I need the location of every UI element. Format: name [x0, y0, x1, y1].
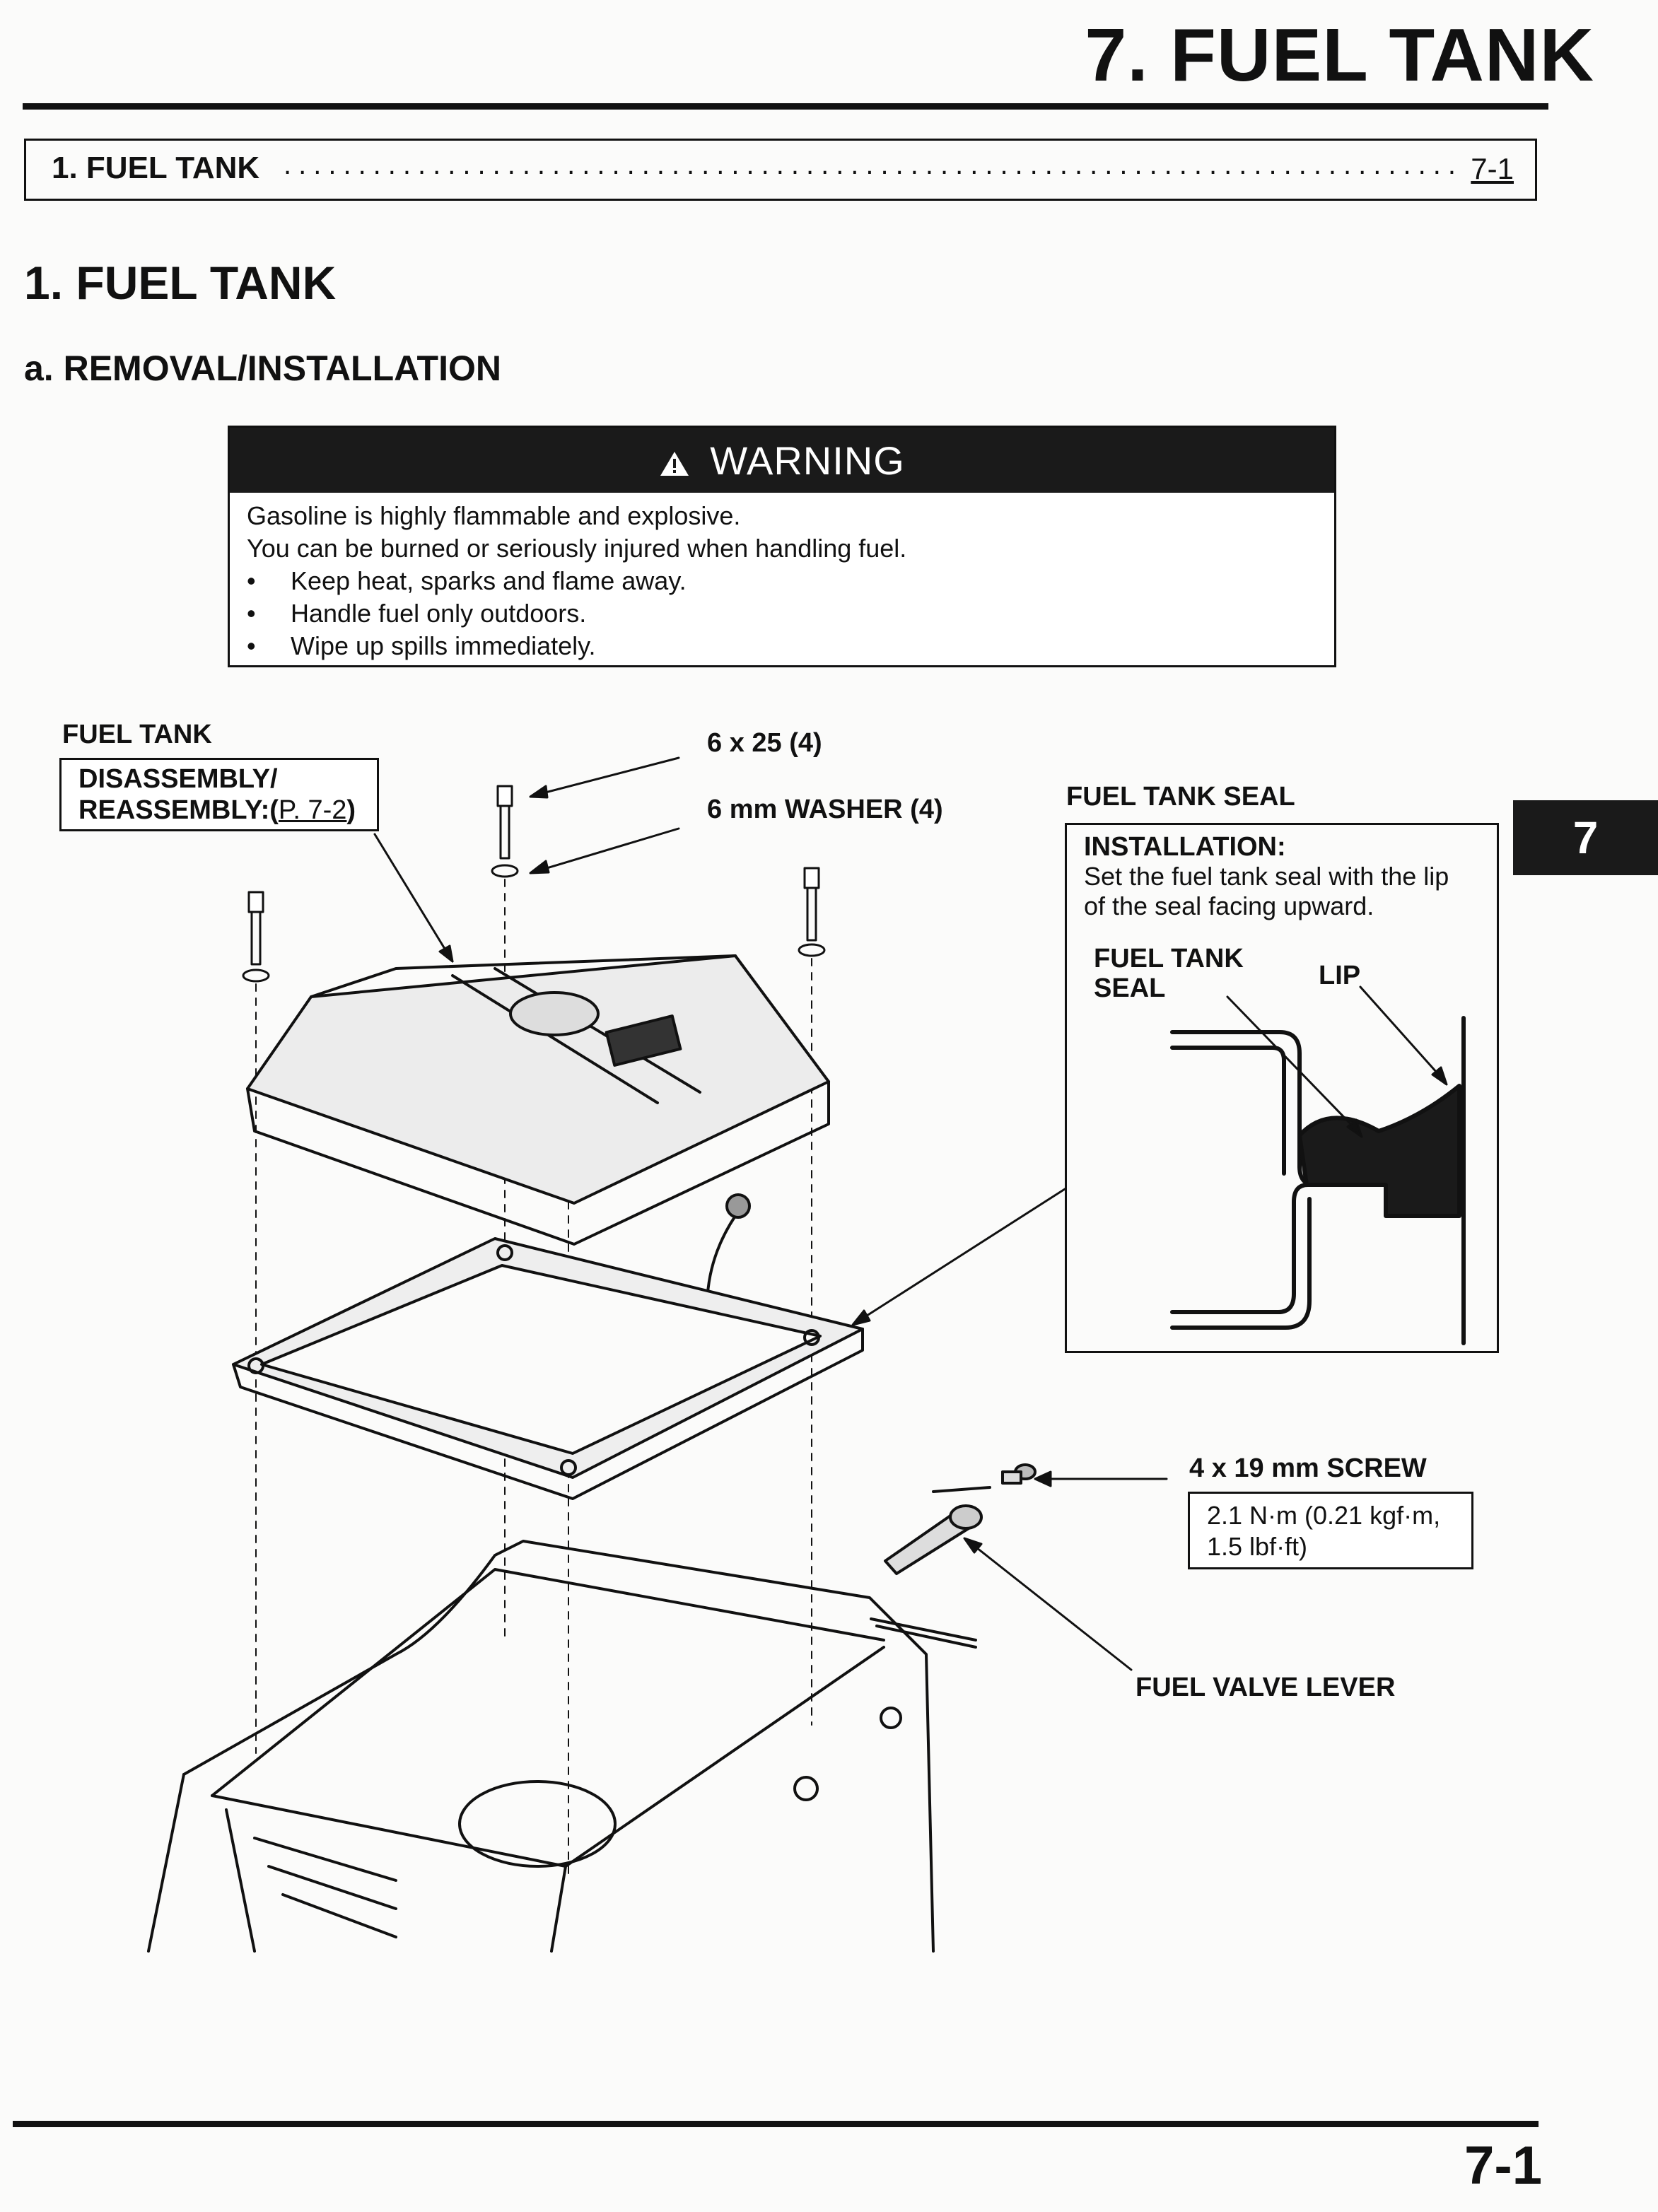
footer-rule: [13, 2121, 1539, 2127]
disassembly-page-link[interactable]: P. 7-2: [278, 795, 347, 825]
bolt-icon: [242, 891, 270, 983]
seal-label-line-1: FUEL TANK: [1094, 944, 1244, 973]
warning-heading: WARNING: [230, 438, 1334, 484]
torque-line-1: 2.1 N·m (0.21 kgf·m,: [1207, 1501, 1441, 1530]
warning-line-2: You can be burned or seriously injured w…: [247, 534, 907, 563]
warning-heading-text: WARNING: [710, 438, 905, 483]
toc-entry[interactable]: 1. FUEL TANK: [52, 151, 260, 185]
warning-triangle-icon: [660, 452, 689, 476]
lip-label: LIP: [1319, 961, 1361, 990]
section-title: 1. FUEL TANK: [24, 257, 337, 309]
washer-label: 6 mm WASHER (4): [707, 795, 943, 824]
toc-leader-dots: ........................................…: [284, 149, 1457, 180]
toc-box: 1. FUEL TANK ...........................…: [24, 139, 1537, 201]
installation-heading: INSTALLATION:: [1084, 832, 1286, 862]
warning-bullet-2: Handle fuel only outdoors.: [291, 599, 587, 628]
chapter-side-tab: 7: [1513, 800, 1658, 875]
subsection-title: a. REMOVAL/INSTALLATION: [24, 349, 501, 388]
generator-frame: [147, 1540, 977, 1953]
toc-page-link[interactable]: 7-1: [1471, 152, 1514, 185]
bolt-icon: [491, 785, 519, 878]
fuel-tank-label: FUEL TANK: [62, 720, 212, 749]
disassembly-line-2: REASSEMBLY:(P. 7-2): [78, 795, 356, 826]
chapter-title: 7. FUEL TANK: [1085, 13, 1594, 97]
bullet-dot: •: [247, 599, 256, 628]
torque-line-2: 1.5 lbf·ft): [1207, 1532, 1308, 1561]
seal-detail-box: INSTALLATION: Set the fuel tank seal wit…: [1065, 823, 1499, 1353]
disassembly-suffix: ): [346, 795, 356, 825]
installation-line-2: of the seal facing upward.: [1084, 891, 1374, 920]
bolt-label: 6 x 25 (4): [707, 728, 822, 758]
seal-cross-section: [1170, 1016, 1466, 1345]
seal-label-line-2: SEAL: [1094, 973, 1166, 1003]
installation-line-1: Set the fuel tank seal with the lip: [1084, 862, 1449, 891]
fuel-tank-body: [246, 954, 830, 1316]
disassembly-prefix: REASSEMBLY:(: [78, 795, 279, 825]
seal-leaders: [1226, 985, 1448, 1138]
disassembly-line-1: DISASSEMBLY/: [78, 764, 278, 794]
fuel-valve-lever: [884, 1486, 991, 1575]
callout-leaders: [373, 756, 1168, 1671]
screw-label: 4 x 19 mm SCREW: [1189, 1453, 1427, 1483]
warning-line-1: Gasoline is highly flammable and explosi…: [247, 501, 741, 530]
warning-bullet-3: Wipe up spills immediately.: [291, 631, 596, 660]
page-number: 7-1: [1464, 2136, 1542, 2196]
bullet-dot: •: [247, 631, 256, 660]
bolt-icon: [798, 867, 826, 957]
header-rule: [23, 103, 1548, 110]
bullet-dot: •: [247, 566, 256, 595]
fuel-tank-seal: [232, 1237, 864, 1500]
warning-bullet-1: Keep heat, sparks and flame away.: [291, 566, 687, 595]
disassembly-ref-box: DISASSEMBLY/ REASSEMBLY:(P. 7-2): [59, 758, 379, 831]
fuel-valve-lever-label: FUEL VALVE LEVER: [1136, 1673, 1396, 1702]
warning-header: WARNING: [230, 428, 1334, 493]
warning-box: WARNING Gasoline is highly flammable and…: [228, 426, 1336, 667]
torque-box: 2.1 N·m (0.21 kgf·m, 1.5 lbf·ft): [1188, 1492, 1473, 1569]
fuel-tank-seal-title: FUEL TANK SEAL: [1066, 782, 1295, 812]
screw-icon: [1001, 1463, 1037, 1485]
